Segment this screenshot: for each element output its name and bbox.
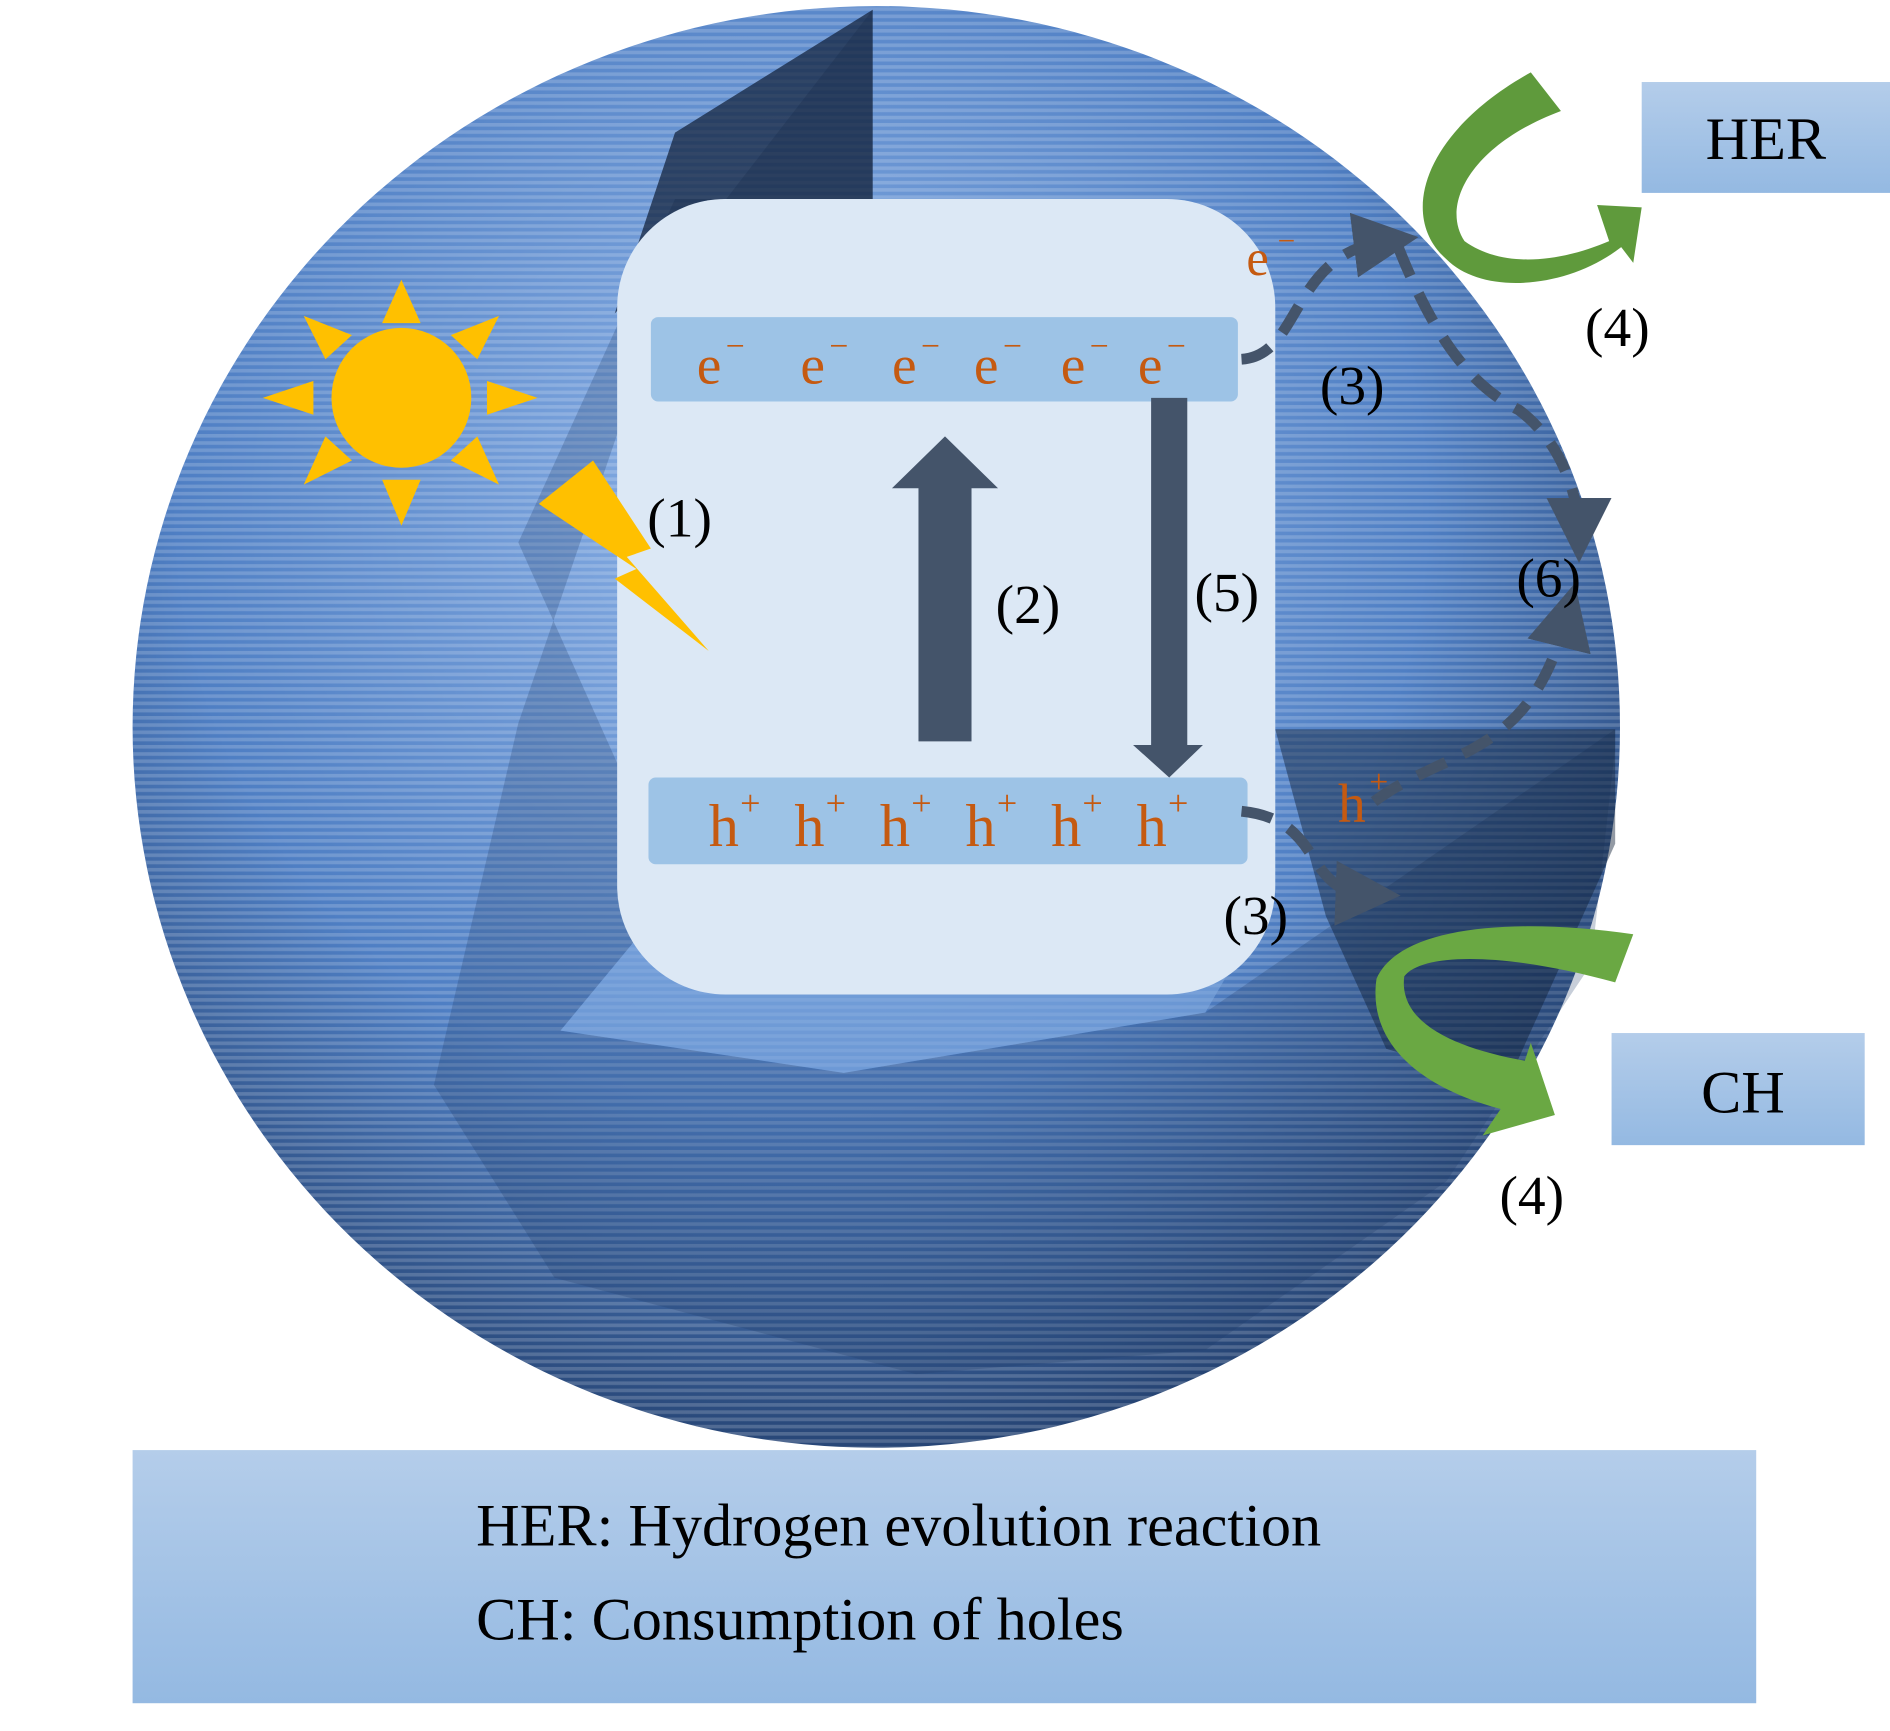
electron-charge: − [829,328,848,365]
recombination-arrow [1133,397,1203,778]
sun-icon [262,279,538,526]
excitation-arrow [891,436,999,742]
lightning-icon [538,460,709,651]
surface-hole-charge: + [1369,764,1388,801]
label-step-6: (6) [1516,548,1581,609]
hole-charge: + [997,783,1017,823]
label-step-1: (1) [647,487,712,548]
electron-charge: − [921,328,940,365]
hole: h [965,793,995,860]
electron: e [974,334,999,395]
hole: h [1051,793,1081,860]
hole-charge: + [826,783,846,823]
hole-charge: + [1082,783,1102,823]
surface-recombination-path-upper [1393,245,1612,563]
electron: e [800,334,825,395]
label-step-3-electron: (3) [1320,355,1385,416]
electron: e [1061,334,1086,395]
legend-box: HER: Hydrogen evolution reaction CH: Con… [132,1450,1757,1704]
hole-charge: + [740,783,760,823]
legend-ch: CH: Consumption of holes [476,1586,1124,1653]
her-label: HER [1706,106,1827,173]
label-step-2: (2) [996,574,1061,635]
hole-charge: + [911,783,931,823]
electron-charge: − [1003,328,1022,365]
valence-band [648,777,1248,865]
hole-charge: + [1168,783,1188,823]
her-reaction-arrow [1422,72,1642,283]
electron-charge: − [726,328,745,365]
label-step-5: (5) [1195,562,1260,623]
hole-migration-path [1240,805,1401,926]
surface-electron: e [1246,230,1268,286]
electron: e [892,334,917,395]
conduction-band [650,317,1238,402]
label-step-4-ch: (4) [1499,1165,1564,1226]
hole: h [794,793,824,860]
hole: h [880,793,910,860]
ch-reaction-arrow [1375,926,1634,1136]
label-step-4-her: (4) [1585,297,1650,358]
electron-charge: − [1090,328,1109,365]
surface-electron-charge: − [1278,223,1296,258]
electron: e [1138,334,1163,395]
holes: h+ h+ h+ h+ h+ h+ [709,783,1189,860]
hole: h [1137,793,1167,860]
ch-box: CH [1611,1033,1865,1146]
label-step-3-hole: (3) [1223,885,1288,946]
electron: e [697,334,722,395]
hole: h [709,793,739,860]
surface-hole: h [1338,773,1366,834]
electrons: e− e− e− e− e− e− [697,328,1186,396]
electron-charge: − [1167,328,1186,365]
migration-paths [1240,212,1612,926]
her-box: HER [1641,82,1890,193]
surface-recombination-path-lower [1370,583,1591,806]
legend-her: HER: Hydrogen evolution reaction [476,1492,1321,1559]
electron-migration-path [1240,212,1419,365]
surface-carriers: e− h+ [1246,223,1388,834]
step-labels: (1) (2) (3) (3) (4) (4) (5) (6) [647,297,1649,1226]
ch-label: CH [1701,1060,1785,1127]
